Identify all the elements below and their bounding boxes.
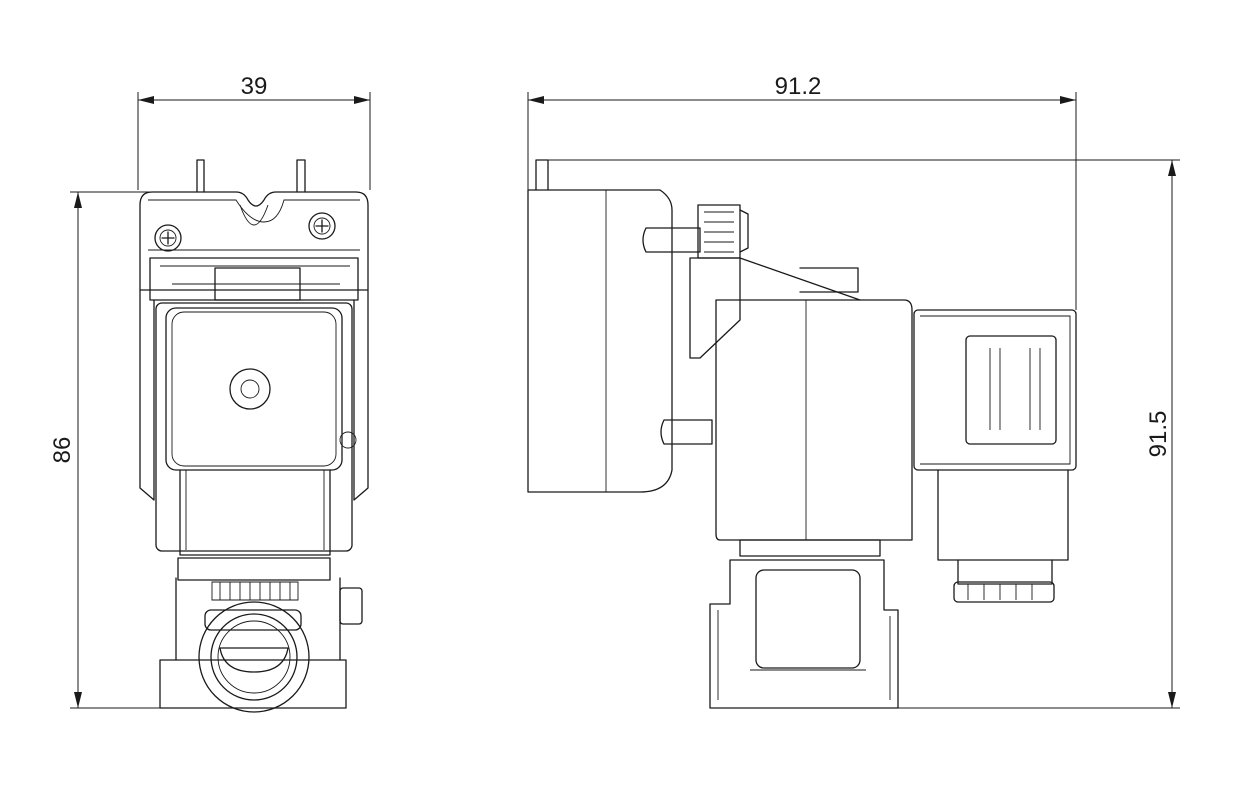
dimension-39: 39 [137,73,371,190]
screw-left [154,224,182,252]
front-view [139,159,369,713]
dimension-86: 86 [49,191,200,709]
dimension-label-91-5: 91.5 [1145,411,1172,458]
side-view [527,159,1077,709]
dimension-91-5: 91.5 [548,159,1180,709]
screw-right [308,212,336,240]
dimension-91-2: 91.2 [527,73,1077,310]
dimension-label-39: 39 [241,73,268,100]
dimension-label-91-2: 91.2 [775,73,822,100]
dimension-label-86: 86 [49,437,76,464]
